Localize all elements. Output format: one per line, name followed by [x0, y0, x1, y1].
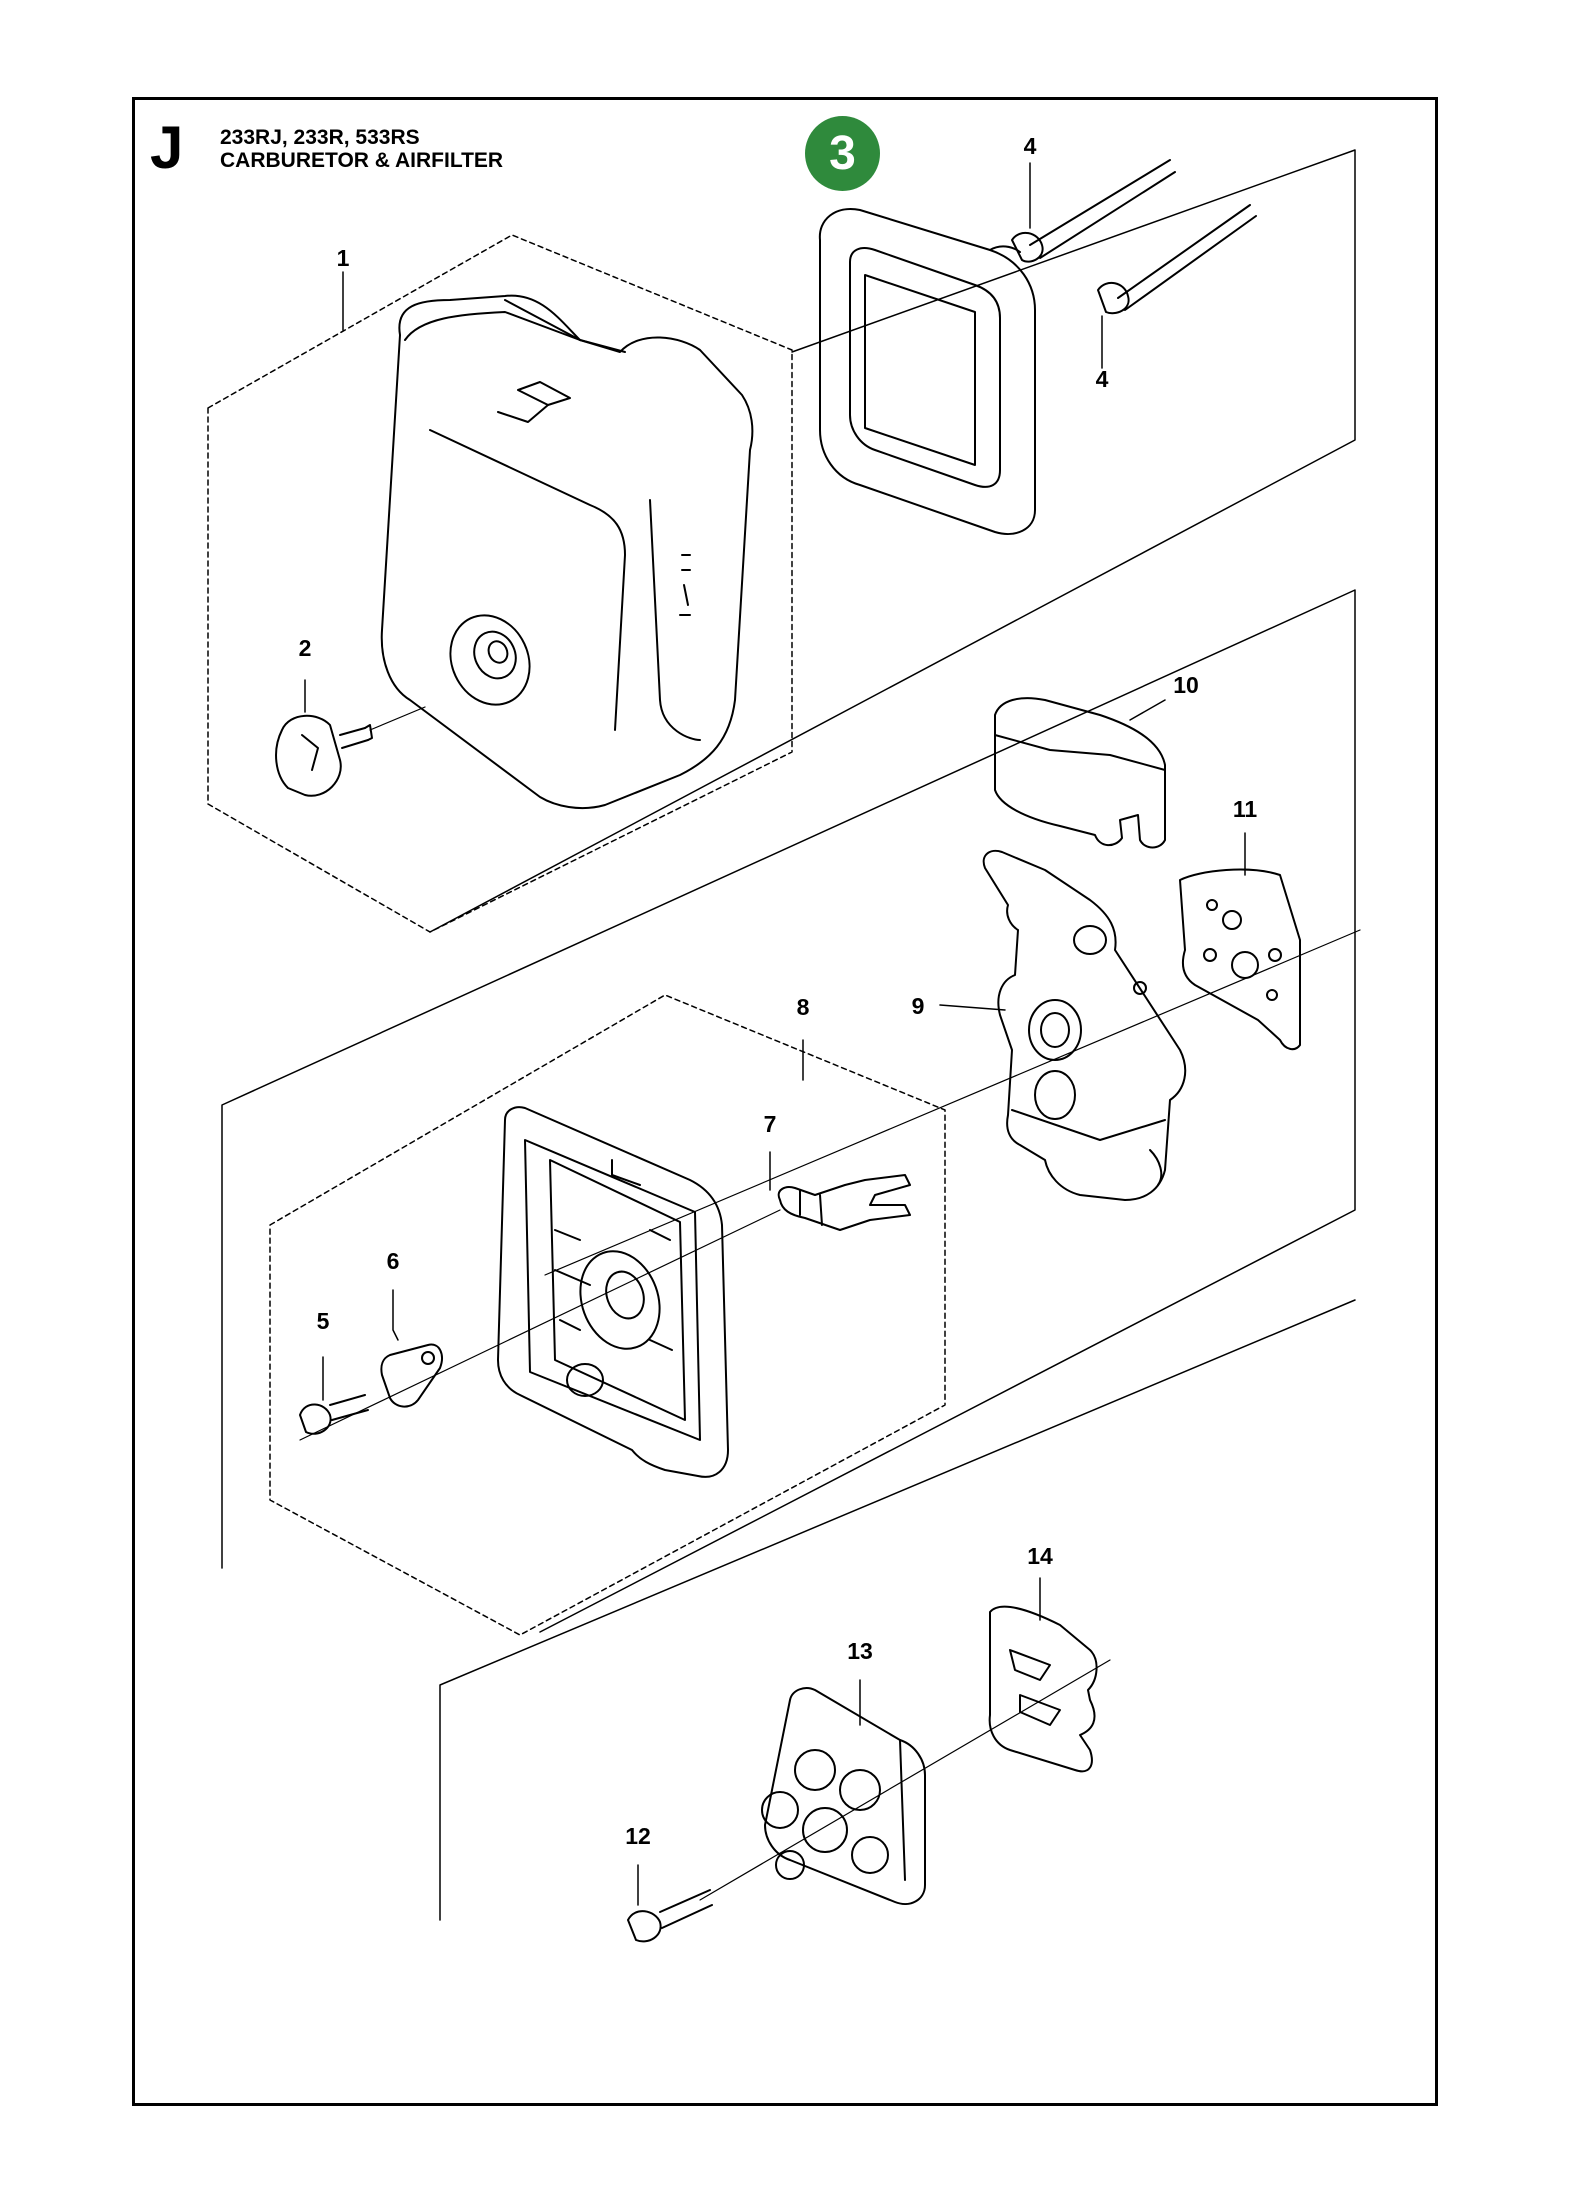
foam-air-filter — [818, 208, 1036, 535]
carburetor — [982, 849, 1187, 1201]
model-list: 233RJ, 233R, 533RS — [220, 126, 420, 149]
air-filter-base — [497, 1106, 729, 1478]
base-group-dashed-box — [269, 994, 946, 1636]
callout-13: 13 — [847, 1638, 873, 1664]
callout-1: 1 — [336, 245, 350, 271]
carburetor-cap — [994, 697, 1166, 849]
cover-group-dashed-box — [207, 234, 793, 933]
diagram-frame — [132, 97, 1438, 2106]
mounting-plate — [380, 1343, 443, 1408]
callout-4-bottom: 4 — [1095, 366, 1109, 392]
section-letter: J — [150, 114, 184, 181]
filter-plane — [429, 149, 1356, 933]
assembly-axis-upper — [544, 929, 1361, 1276]
callout-11: 11 — [1232, 796, 1258, 822]
choke-lever — [777, 1174, 911, 1231]
callout-9: 9 — [911, 993, 925, 1019]
pump-plane — [439, 1299, 1356, 1921]
callout-7: 7 — [763, 1111, 777, 1137]
cover-knob — [275, 706, 426, 797]
step-badge: 3 — [805, 116, 880, 191]
diagram-title: CARBURETOR & AIRFILTER — [220, 149, 504, 172]
callout-14: 14 — [1027, 1543, 1053, 1569]
callout-6: 6 — [386, 1248, 400, 1274]
callout-5: 5 — [316, 1308, 330, 1334]
callout-4-top: 4 — [1023, 133, 1037, 159]
filter-screws — [1011, 159, 1257, 315]
pump-body — [761, 1687, 926, 1905]
callout-12: 12 — [625, 1823, 651, 1849]
carburetor-plane — [221, 589, 1356, 1633]
pump-screw — [627, 1659, 1111, 1943]
callout-8: 8 — [796, 994, 810, 1020]
callout-10: 10 — [1173, 672, 1199, 698]
pump-gasket — [988, 1605, 1098, 1773]
callout-leaders — [304, 162, 1246, 1906]
air-filter-cover — [380, 294, 754, 810]
callout-2: 2 — [298, 635, 312, 661]
base-screw — [299, 1394, 369, 1435]
assembly-axis-lower — [299, 1209, 781, 1441]
carburetor-gasket — [1179, 868, 1301, 1051]
